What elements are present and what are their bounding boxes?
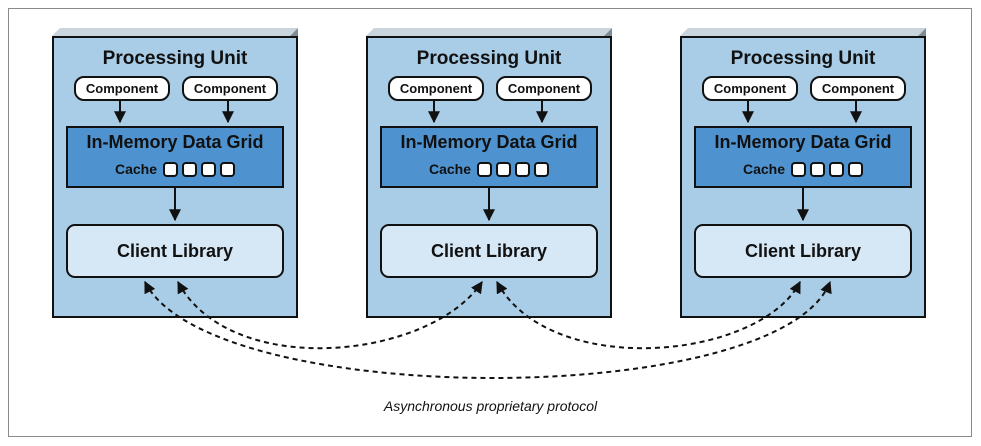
component-box: Component: [74, 76, 170, 101]
processing-unit-3: Processing Unit Component Component In-M…: [680, 36, 926, 318]
processing-unit-2: Processing Unit Component Component In-M…: [366, 36, 612, 318]
in-memory-data-grid: In-Memory Data Grid Cache: [380, 126, 598, 188]
component-box: Component: [496, 76, 592, 101]
client-library: Client Library: [380, 224, 598, 278]
in-memory-data-grid: In-Memory Data Grid Cache: [66, 126, 284, 188]
cache-slot: [201, 161, 217, 177]
processing-unit-1: Processing Unit Component Component In-M…: [52, 36, 298, 318]
diagram-frame: [8, 8, 972, 437]
cache-label: Cache: [428, 161, 472, 177]
unit-title: Processing Unit: [102, 48, 248, 69]
protocol-label: Asynchronous proprietary protocol: [383, 398, 598, 414]
client-library: Client Library: [66, 224, 284, 278]
cache-slot: [163, 161, 179, 177]
cache-label: Cache: [114, 161, 158, 177]
cache-slot: [829, 161, 845, 177]
grid-title: In-Memory Data Grid: [714, 132, 892, 152]
client-library: Client Library: [694, 224, 912, 278]
unit-top-shade: [52, 28, 298, 36]
cache-slot: [810, 161, 826, 177]
link-unit2-unit3: [496, 280, 801, 350]
in-memory-data-grid: In-Memory Data Grid Cache: [694, 126, 912, 188]
component-box: Component: [182, 76, 278, 101]
link-unit1-unit3: [144, 280, 832, 379]
component-box: Component: [702, 76, 798, 101]
cache-row: Cache: [696, 161, 910, 177]
component-box: Component: [388, 76, 484, 101]
cache-slot: [534, 161, 550, 177]
grid-title: In-Memory Data Grid: [86, 132, 264, 152]
unit-title: Processing Unit: [416, 48, 562, 69]
cache-row: Cache: [382, 161, 596, 177]
unit-top-shade: [680, 28, 926, 36]
cache-slot: [182, 161, 198, 177]
cache-slot: [515, 161, 531, 177]
cache-row: Cache: [68, 161, 282, 177]
cache-slot: [496, 161, 512, 177]
cache-slot: [848, 161, 864, 177]
cache-label: Cache: [742, 161, 786, 177]
cache-slot: [477, 161, 493, 177]
cache-slot: [220, 161, 236, 177]
link-unit1-unit2: [177, 280, 483, 350]
grid-title: In-Memory Data Grid: [400, 132, 578, 152]
component-box: Component: [810, 76, 906, 101]
unit-top-shade: [366, 28, 612, 36]
cache-slot: [791, 161, 807, 177]
unit-title: Processing Unit: [730, 48, 876, 69]
